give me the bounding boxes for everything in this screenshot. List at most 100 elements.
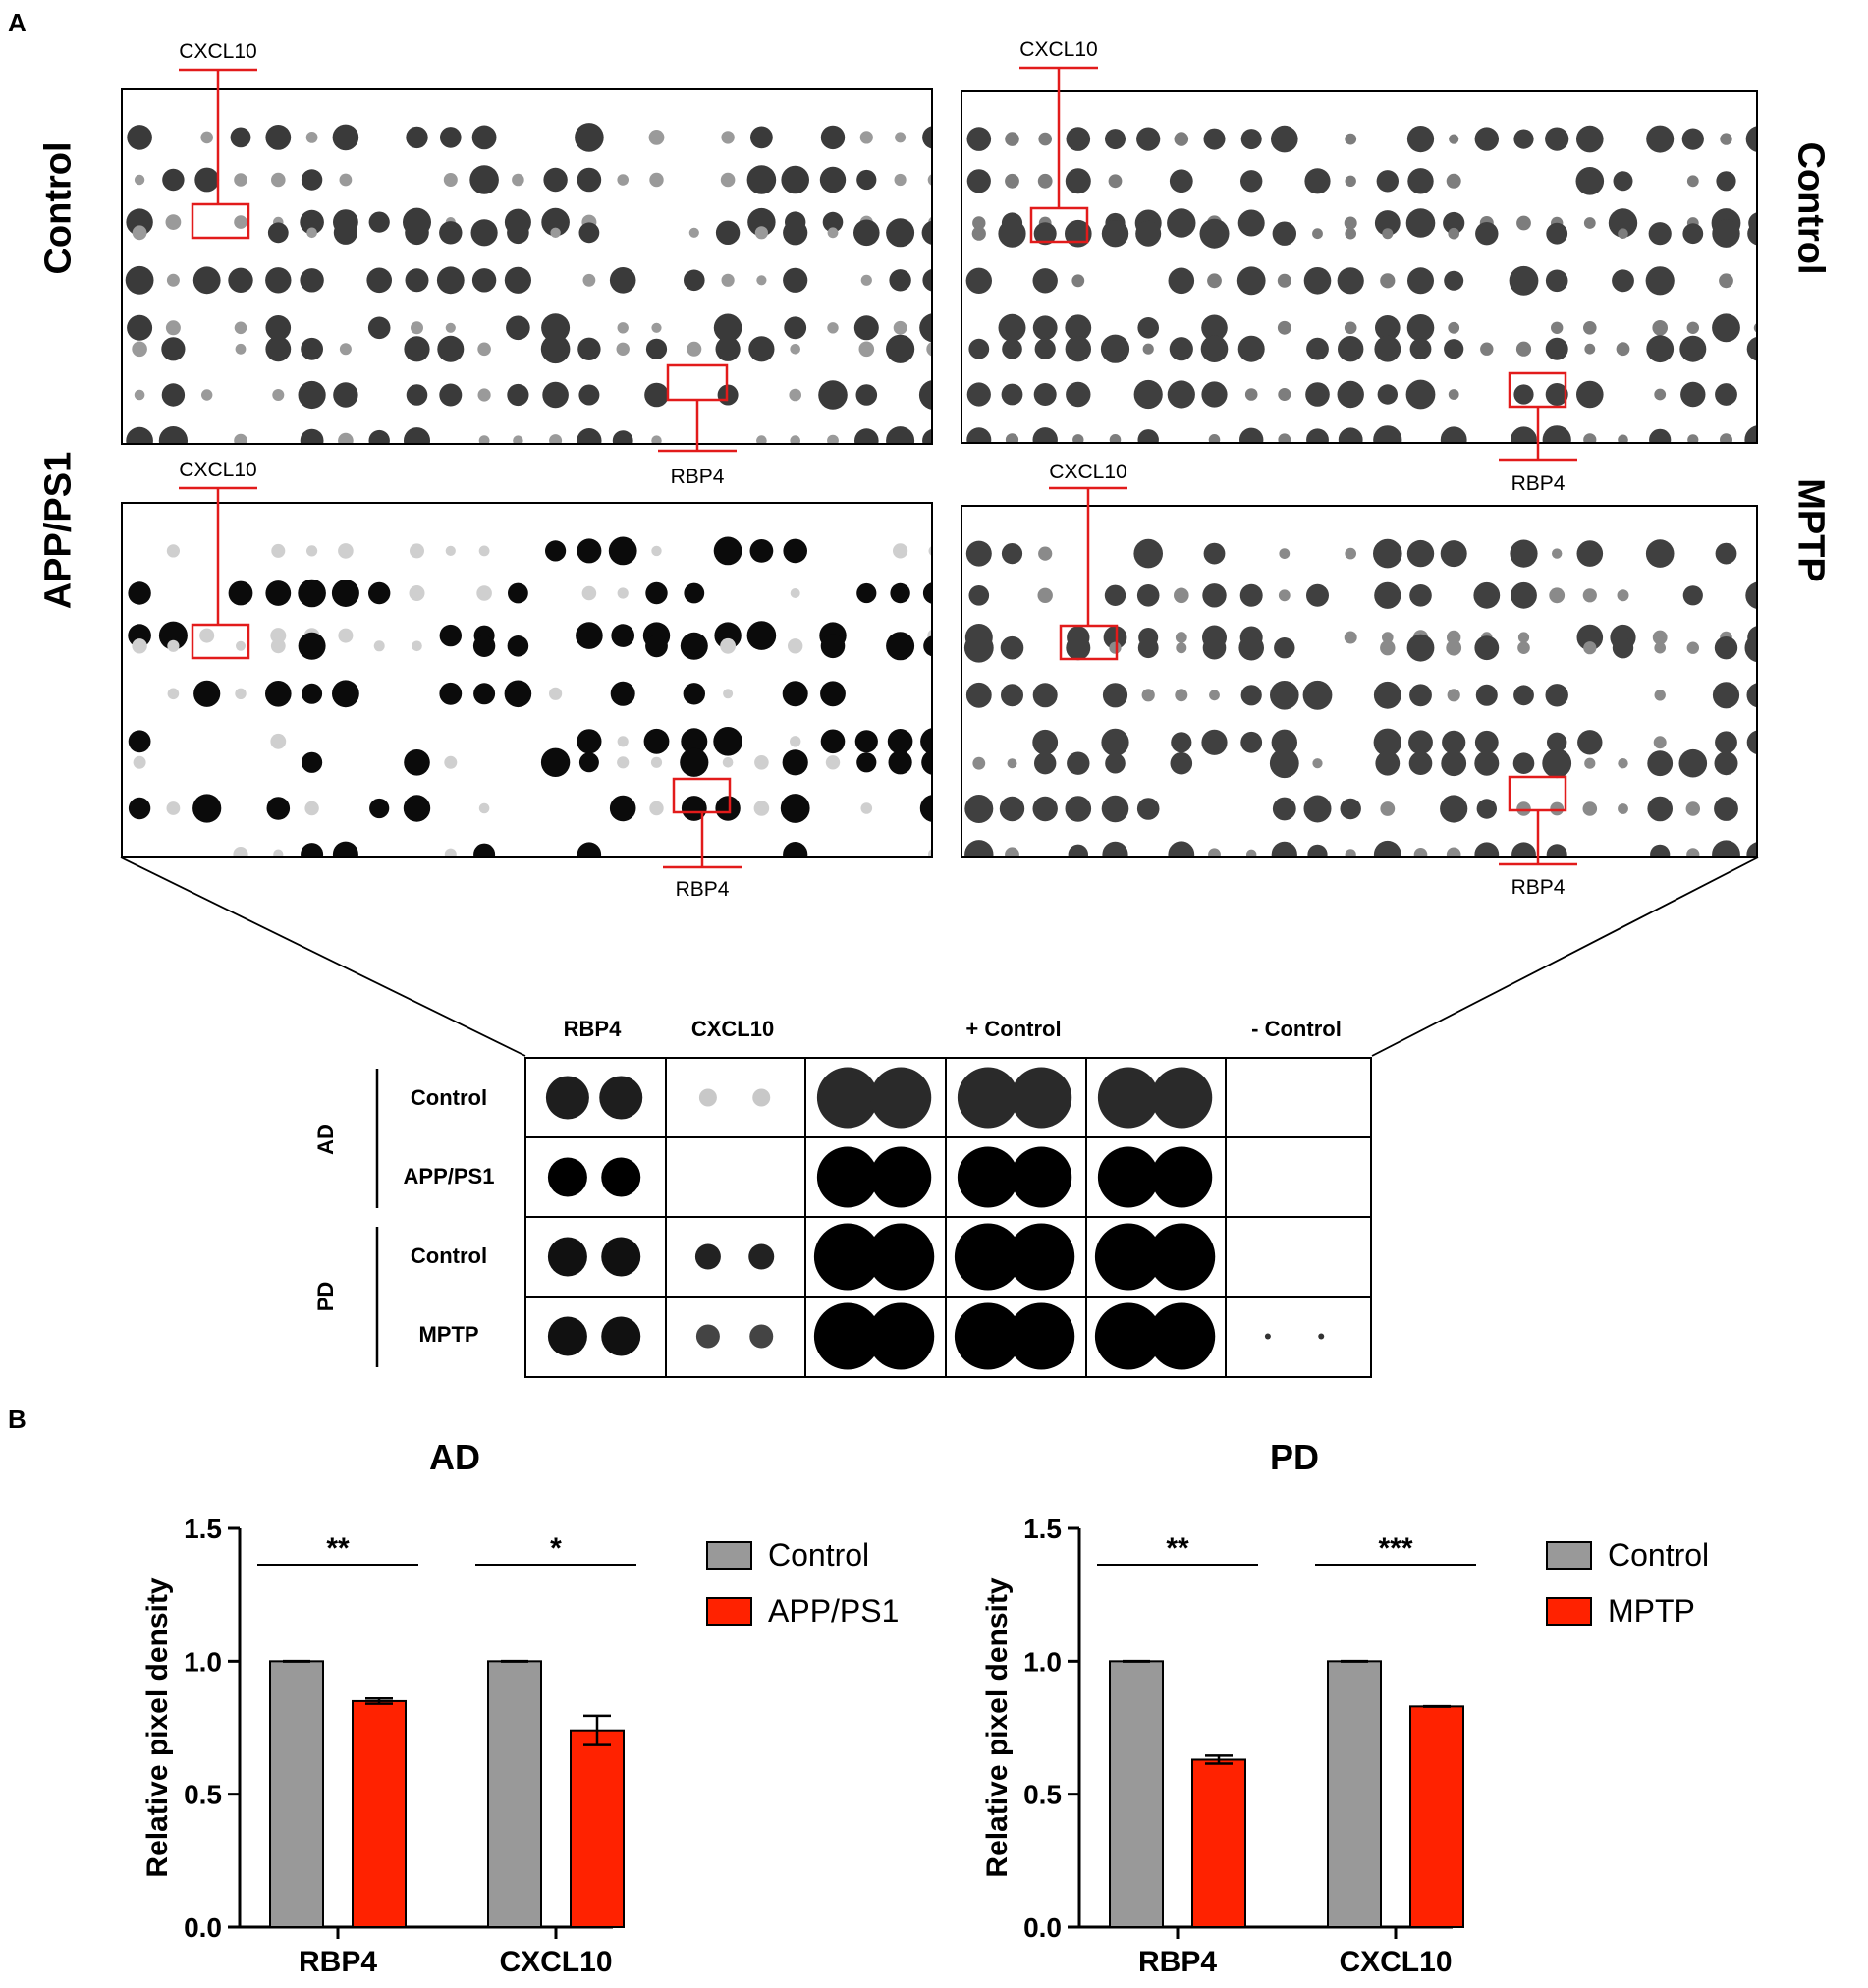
blot-dot bbox=[1239, 427, 1264, 442]
zoom-dot bbox=[813, 1223, 881, 1291]
marker-label-cxcl10: CXCL10 bbox=[1019, 38, 1098, 61]
marker-label-rbp4: RBP4 bbox=[675, 878, 730, 901]
blot-dot bbox=[919, 313, 931, 343]
blot-dot bbox=[827, 434, 839, 443]
grid-header-neg-control: - Control bbox=[1251, 1017, 1342, 1041]
blot-dot bbox=[1645, 266, 1675, 296]
blot-dot bbox=[508, 582, 528, 604]
marker-label-cxcl10: CXCL10 bbox=[1049, 461, 1127, 483]
blot-dot bbox=[920, 728, 931, 755]
blot-dot bbox=[1002, 338, 1022, 359]
blot-dot bbox=[856, 169, 877, 191]
blot-dot bbox=[1744, 634, 1756, 663]
blot-dot bbox=[1306, 428, 1329, 442]
blot-dot bbox=[166, 544, 180, 558]
blot-dot bbox=[470, 219, 498, 247]
blot-dot bbox=[713, 727, 742, 756]
zoom-dot bbox=[749, 1324, 774, 1349]
blot-dot bbox=[1141, 689, 1155, 702]
blot-dot bbox=[968, 585, 990, 606]
blot-dot bbox=[305, 132, 318, 143]
blot-dot bbox=[1575, 167, 1605, 195]
label-ad-control: Control bbox=[37, 141, 80, 275]
panel-letter-a: A bbox=[8, 8, 27, 37]
blot-dot bbox=[1065, 336, 1091, 362]
blot-dot bbox=[858, 341, 875, 358]
blot-dot bbox=[1344, 321, 1357, 335]
blot-dot bbox=[715, 220, 741, 245]
blot-dot bbox=[1345, 175, 1356, 187]
blot-dot bbox=[1167, 208, 1196, 238]
blot-dot bbox=[545, 540, 567, 562]
zoom-dot bbox=[1008, 1223, 1075, 1291]
zoom-dot bbox=[1094, 1302, 1162, 1370]
group-label-pd: PD bbox=[313, 1281, 338, 1312]
label-mptp: MPTP bbox=[1789, 478, 1832, 582]
blot-dot bbox=[1584, 757, 1596, 769]
blot-dot bbox=[1374, 581, 1401, 609]
zoom-dot bbox=[1148, 1223, 1216, 1291]
blot-dot bbox=[753, 801, 770, 816]
blot-dot bbox=[1240, 685, 1262, 706]
blot-dot bbox=[756, 435, 767, 443]
blot-dot bbox=[1176, 642, 1187, 654]
blot-dot bbox=[783, 842, 808, 856]
blot-dot bbox=[339, 173, 353, 187]
blot-dot bbox=[439, 221, 463, 245]
zoom-dot bbox=[547, 1316, 587, 1356]
blot-dot bbox=[1542, 748, 1572, 779]
blot-dot bbox=[1475, 222, 1499, 246]
blot-dot bbox=[922, 269, 931, 292]
bar bbox=[352, 1699, 407, 1929]
blot-dot bbox=[923, 635, 931, 657]
blot-dot bbox=[998, 313, 1026, 342]
blot-dot bbox=[1685, 801, 1700, 816]
blot-dot bbox=[1512, 752, 1535, 774]
blot-dot bbox=[473, 683, 496, 705]
blot-dot bbox=[1444, 270, 1464, 291]
blot-dot bbox=[270, 628, 287, 644]
blot-dot bbox=[1142, 343, 1154, 355]
blot-dot bbox=[1443, 211, 1465, 235]
blot-dot bbox=[270, 733, 287, 749]
grid-header-cxcl10: CXCL10 bbox=[690, 1017, 775, 1041]
blot-dot bbox=[403, 795, 431, 822]
blot-dot bbox=[1005, 847, 1019, 856]
zoom-dot bbox=[695, 1324, 720, 1349]
blot-dot bbox=[1714, 751, 1738, 776]
blot-dot bbox=[1649, 428, 1672, 442]
zoom-dot bbox=[867, 1223, 935, 1291]
blot-dot bbox=[126, 426, 153, 443]
blot-dot bbox=[928, 849, 931, 856]
blot-dot bbox=[265, 315, 292, 341]
blot-dot bbox=[820, 125, 846, 150]
zoom-dot bbox=[957, 1067, 1018, 1129]
blot-dot bbox=[1072, 434, 1084, 442]
blot-dot bbox=[918, 380, 931, 410]
blot-dot bbox=[1271, 729, 1297, 755]
blot-dot bbox=[410, 543, 424, 559]
blot-dot bbox=[405, 268, 429, 293]
blot-dot bbox=[542, 381, 569, 409]
blot-dot bbox=[1577, 730, 1603, 755]
blot-dot bbox=[1551, 321, 1564, 334]
blot-dot bbox=[1382, 228, 1394, 240]
blot-dot bbox=[1513, 685, 1534, 706]
blot-dot bbox=[756, 275, 767, 286]
blot-app-ps1 bbox=[121, 502, 933, 858]
blot-dot bbox=[754, 755, 769, 770]
blot-dot bbox=[1032, 268, 1058, 294]
blot-dot bbox=[617, 736, 629, 747]
blot-dot bbox=[1109, 434, 1122, 442]
blot-dot bbox=[437, 335, 465, 362]
blot-dot bbox=[1102, 683, 1128, 708]
zoom-dot bbox=[752, 1088, 771, 1107]
blot-dot bbox=[886, 426, 915, 443]
blot-dot bbox=[1545, 337, 1568, 360]
blot-dot bbox=[1102, 841, 1128, 856]
blot-dot bbox=[128, 797, 151, 820]
blot-dot bbox=[439, 682, 463, 705]
blot-dot bbox=[713, 536, 742, 566]
y-tick-label: 1.5 bbox=[1023, 1514, 1062, 1544]
blot-dot bbox=[1208, 848, 1221, 856]
